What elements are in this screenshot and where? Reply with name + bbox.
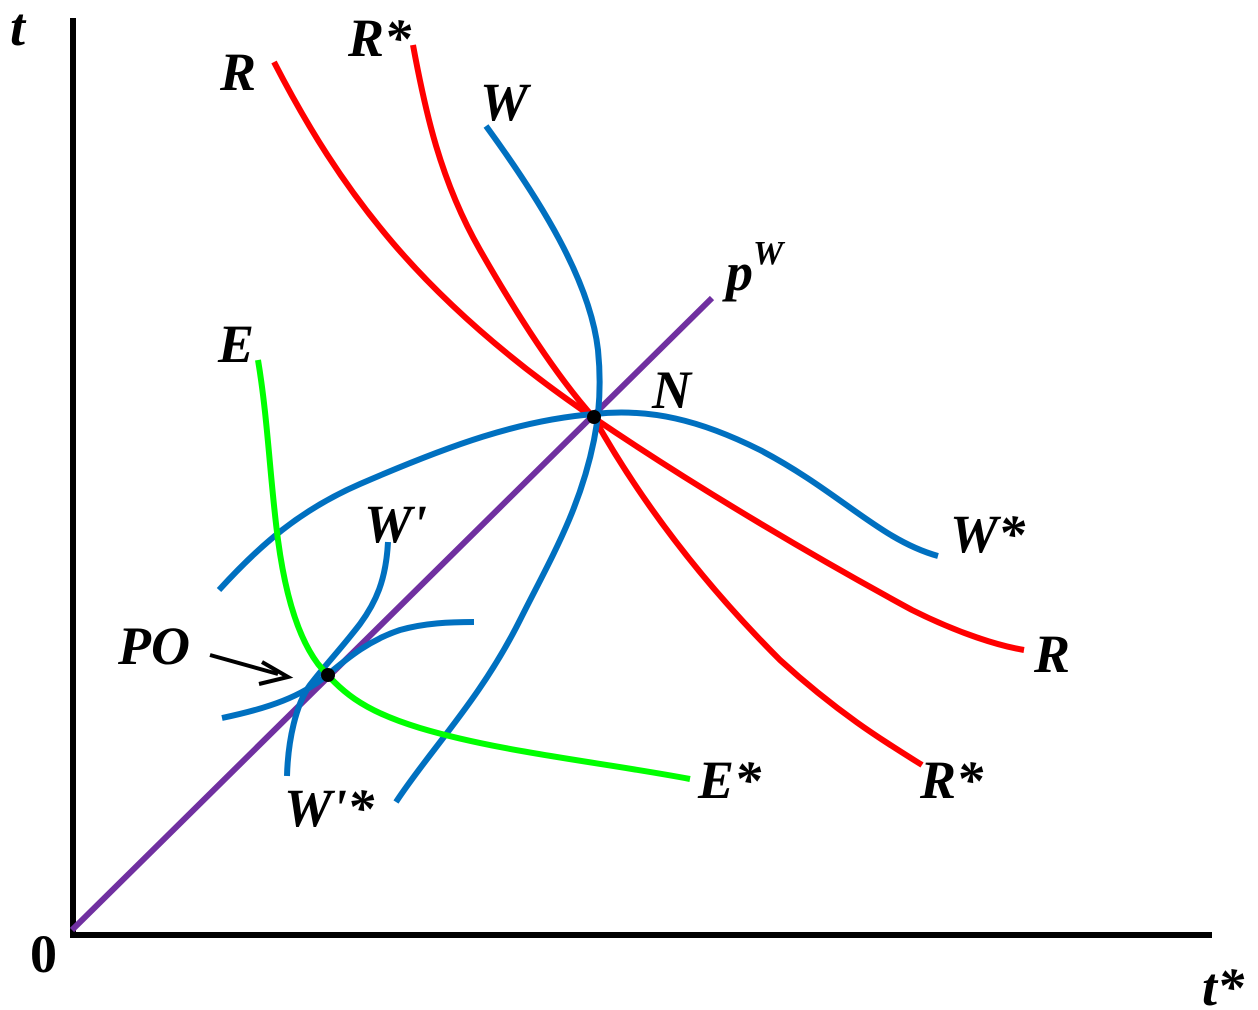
point-po xyxy=(321,668,335,682)
pw-label-sup: W xyxy=(753,235,786,272)
y-axis-label: t xyxy=(10,0,27,57)
e-star-label: E* xyxy=(697,750,762,810)
e-label: E xyxy=(217,314,254,374)
r-label-top: R xyxy=(219,42,256,102)
w-prime-star-curve xyxy=(221,619,475,721)
origin-label: 0 xyxy=(30,924,57,984)
po-label: PO xyxy=(117,616,190,676)
pw-line xyxy=(69,295,715,933)
w-star-label: W* xyxy=(950,504,1026,564)
r-label-bottom: R xyxy=(1033,624,1070,684)
n-label: N xyxy=(651,360,693,420)
e-curve xyxy=(255,359,691,782)
x-axis-label: t* xyxy=(1202,957,1245,1010)
point-n xyxy=(587,410,601,424)
r-star-label-bottom: R* xyxy=(919,750,984,810)
r-curve xyxy=(271,60,1025,653)
pw-label: pW xyxy=(722,235,786,302)
r-star-label-top: R* xyxy=(347,8,412,68)
w-prime-star-label: W'* xyxy=(284,778,375,838)
po-arrow-shaft xyxy=(209,653,279,676)
w-prime-label: W' xyxy=(364,494,427,554)
w-prime-curve xyxy=(284,541,391,777)
w-label: W xyxy=(480,72,532,132)
w-curve xyxy=(393,124,603,804)
po-arrow-head xyxy=(258,660,294,686)
pw-label-base: p xyxy=(722,242,753,302)
